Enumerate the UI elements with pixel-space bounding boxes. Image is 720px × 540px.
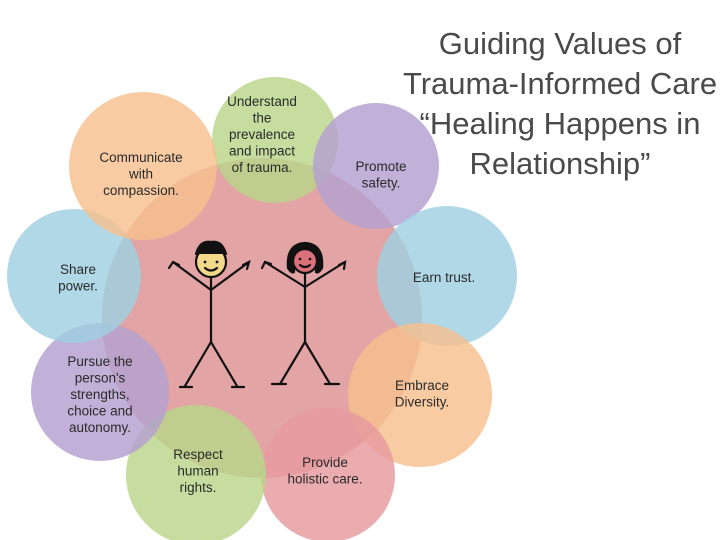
petal-label-line: human — [177, 464, 218, 479]
petal-label-line: prevalence — [229, 127, 295, 142]
petal-label-line: Promote — [355, 159, 406, 174]
petal-holistic-care — [261, 408, 395, 540]
petal-label-line: Respect — [173, 447, 223, 462]
petal-label-line: rights. — [180, 480, 217, 495]
petal-compassion — [69, 92, 217, 240]
stick-figure-man-icon — [167, 240, 251, 389]
petal-label-line: Share — [60, 262, 96, 277]
petal-embrace-diversity — [348, 323, 492, 467]
petal-label-line: person's — [75, 371, 126, 386]
petal-label-line: Understand — [227, 94, 297, 109]
petal-label-line: Diversity. — [395, 395, 450, 410]
title-line-3: “Healing Happens in — [419, 106, 701, 141]
petal-label-line: and impact — [229, 144, 295, 159]
petal-label-line: choice and — [67, 404, 132, 419]
petal-label-earn-trust: Earn trust. — [413, 270, 475, 285]
petal-strengths — [31, 323, 169, 461]
petal-label-line: compassion. — [103, 183, 179, 198]
center-circle — [102, 158, 422, 478]
petal-label-line: Embrace — [395, 378, 449, 393]
petal-label-line: of trauma. — [232, 160, 293, 175]
petals-group — [7, 77, 517, 540]
title-line-4: Relationship” — [469, 146, 651, 181]
petal-human-rights — [126, 405, 266, 540]
petal-label-holistic-care: Provide holistic care. — [287, 455, 362, 487]
center-circle-group — [102, 158, 422, 478]
petal-promote-safety — [313, 103, 439, 229]
petal-label-line: Earn trust. — [413, 270, 475, 285]
stick-figure-woman-icon — [260, 241, 347, 386]
petal-label-line: autonomy. — [69, 420, 131, 435]
title-line-2: Trauma-Informed Care — [402, 66, 718, 101]
petal-label-line: strengths, — [70, 387, 129, 402]
petal-label-share-power: Share power. — [58, 262, 98, 294]
petal-earn-trust — [377, 206, 517, 346]
petal-share-power — [7, 209, 141, 343]
petal-label-promote-safety: Promote safety. — [355, 159, 406, 191]
petal-understand — [212, 77, 338, 203]
petal-label-line: Pursue the — [67, 354, 132, 369]
petal-label-line: safety. — [362, 176, 401, 191]
slide-title: Guiding Values of Trauma-Informed Care “… — [380, 24, 720, 184]
petal-label-line: the — [253, 111, 272, 126]
stick-figures — [167, 240, 347, 389]
petal-label-line: holistic care. — [287, 472, 362, 487]
petal-label-line: Provide — [302, 455, 348, 470]
petal-label-line: power. — [58, 279, 98, 294]
title-line-1: Guiding Values of — [438, 26, 682, 61]
petal-label-line: Communicate — [99, 150, 182, 165]
petal-label-line: with — [128, 167, 153, 182]
